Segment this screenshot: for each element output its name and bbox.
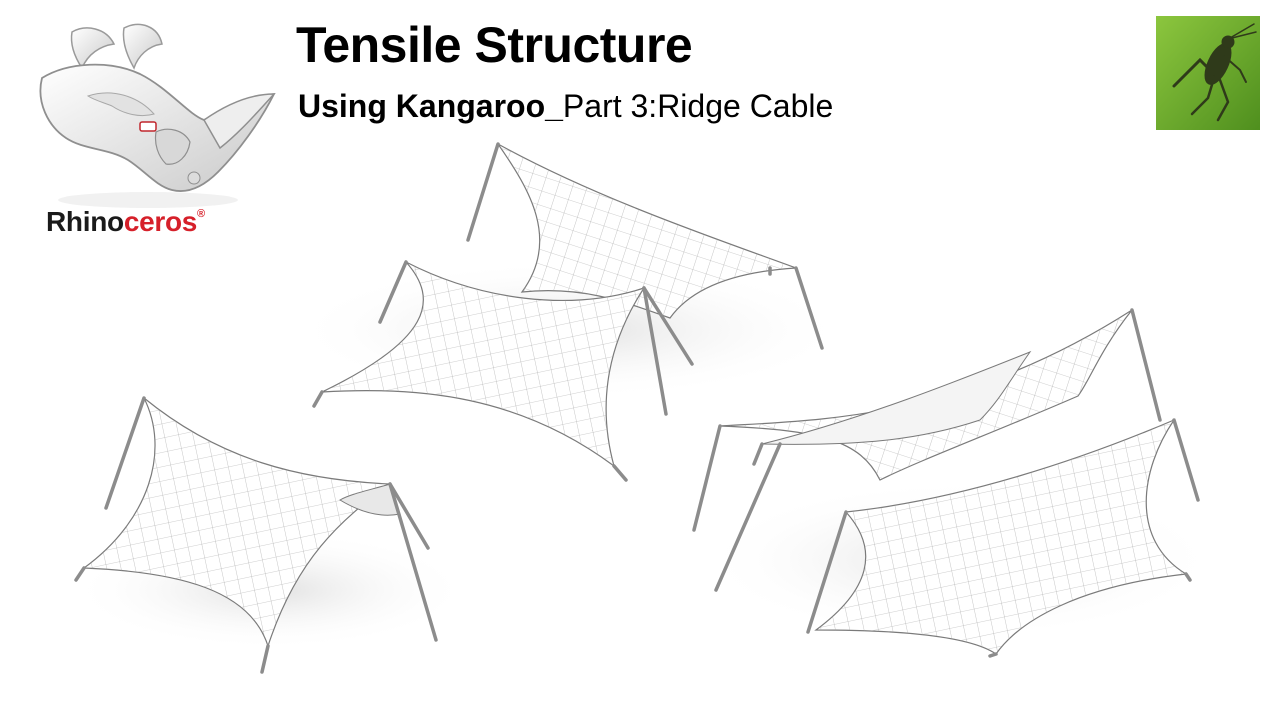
grasshopper-icon: [1156, 16, 1260, 130]
subtitle-strong: Using Kangaroo_: [298, 88, 563, 124]
page-subtitle: Using Kangaroo_Part 3:Ridge Cable: [298, 88, 833, 125]
tensile-structure-right: [692, 308, 1200, 658]
tensile-structure-top: [312, 142, 824, 482]
rhino-wordmark-part1: Rhino: [46, 206, 124, 237]
registered-mark: ®: [197, 208, 205, 220]
page-title: Tensile Structure: [296, 17, 693, 73]
rhino-wordmark: Rhinoceros®: [46, 206, 205, 238]
rhino-wordmark-part2: ceros: [123, 206, 198, 237]
tensile-structure-left: [74, 396, 438, 674]
subtitle-rest: Part 3:Ridge Cable: [562, 88, 834, 124]
rhino-head-icon: [39, 23, 276, 208]
